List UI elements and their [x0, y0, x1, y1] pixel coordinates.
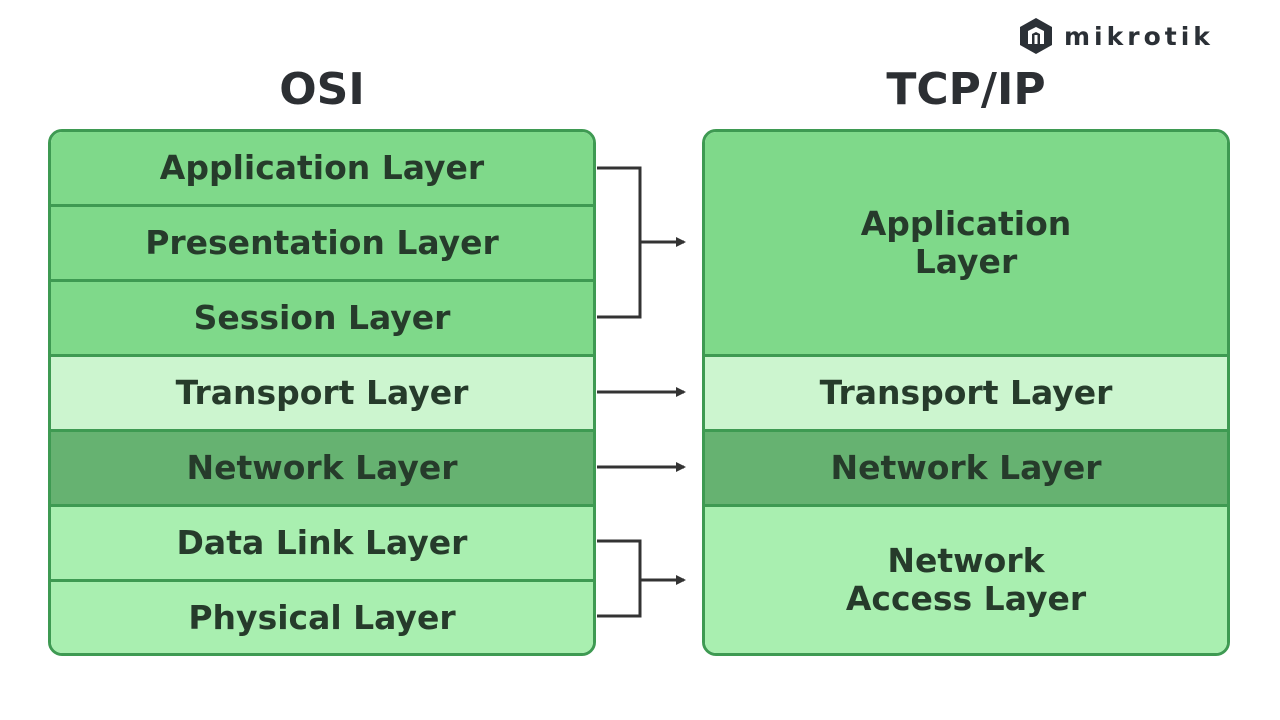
mikrotik-logo: mikrotik — [1018, 16, 1214, 56]
osi-stack: Application Layer Presentation Layer Ses… — [48, 129, 596, 656]
mikrotik-logo-icon — [1020, 18, 1052, 54]
bracket-upper-layers — [597, 166, 686, 319]
brand-name: mikrotik — [1064, 21, 1214, 51]
bracket-lower-layers — [597, 539, 686, 618]
osi-layer-session: Session Layer — [51, 282, 593, 357]
osi-layer-physical: Physical Layer — [51, 582, 593, 653]
osi-layer-data-link: Data Link Layer — [51, 507, 593, 582]
tcpip-title: TCP/IP — [886, 64, 1046, 115]
tcpip-layer-transport: Transport Layer — [705, 357, 1227, 432]
osi-layer-network: Network Layer — [51, 432, 593, 507]
tcpip-layer-network: Network Layer — [705, 432, 1227, 507]
osi-layer-transport: Transport Layer — [51, 357, 593, 432]
osi-title: OSI — [279, 64, 365, 115]
osi-layer-application: Application Layer — [51, 132, 593, 207]
osi-layer-presentation: Presentation Layer — [51, 207, 593, 282]
tcpip-layer-application: Application Layer — [705, 132, 1227, 357]
tcpip-layer-network-access: Network Access Layer — [705, 507, 1227, 653]
tcpip-stack: Application Layer Transport Layer Networ… — [702, 129, 1230, 656]
